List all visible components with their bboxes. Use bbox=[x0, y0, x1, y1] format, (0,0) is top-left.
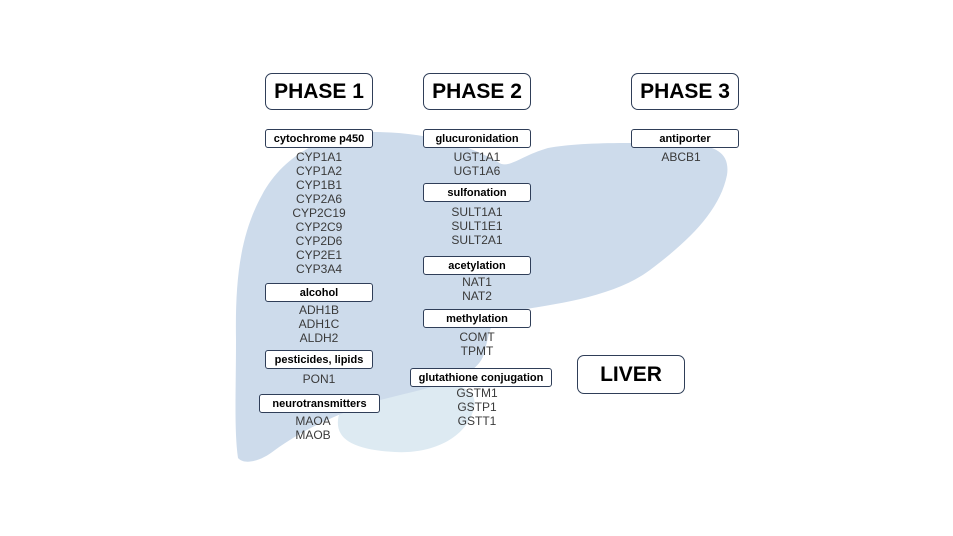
gene-item: CYP2A6 bbox=[295, 192, 343, 206]
gene-item: GSTP1 bbox=[457, 400, 497, 414]
glutathione-gene-list: GSTM1 GSTP1 GSTT1 bbox=[423, 386, 531, 428]
gene-item: COMT bbox=[459, 330, 495, 344]
alcohol-gene-list: ADH1B ADH1C ALDH2 bbox=[265, 303, 373, 345]
gene-item: TPMT bbox=[460, 344, 494, 358]
category-pesticides-lipids: pesticides, lipids bbox=[265, 350, 373, 369]
gene-item: PON1 bbox=[302, 372, 336, 386]
gene-item: ADH1B bbox=[298, 303, 339, 317]
gene-item: SULT2A1 bbox=[451, 233, 503, 247]
gene-item: ADH1C bbox=[298, 317, 340, 331]
gene-item: SULT1A1 bbox=[451, 205, 503, 219]
gene-item: UGT1A6 bbox=[453, 164, 501, 178]
glucuronidation-gene-list: UGT1A1 UGT1A6 bbox=[423, 150, 531, 178]
gene-item: ABCB1 bbox=[661, 150, 701, 164]
liver-main bbox=[235, 132, 728, 462]
gene-item: CYP1A1 bbox=[295, 150, 343, 164]
category-antiporter: antiporter bbox=[631, 129, 739, 148]
acetylation-gene-list: NAT1 NAT2 bbox=[423, 275, 531, 303]
gene-item: CYP2E1 bbox=[295, 248, 343, 262]
cytochrome-gene-list: CYP1A1 CYP1A2 CYP1B1 CYP2A6 CYP2C19 CYP2… bbox=[265, 150, 373, 276]
category-alcohol: alcohol bbox=[265, 283, 373, 302]
gene-item: CYP1A2 bbox=[295, 164, 343, 178]
liver-label: LIVER bbox=[577, 355, 685, 394]
gene-item: GSTM1 bbox=[456, 386, 498, 400]
category-sulfonation: sulfonation bbox=[423, 183, 531, 202]
gene-item: SULT1E1 bbox=[451, 219, 503, 233]
gene-item: NAT2 bbox=[462, 289, 492, 303]
phase-1-header: PHASE 1 bbox=[265, 73, 373, 110]
category-methylation: methylation bbox=[423, 309, 531, 328]
gene-item: CYP2C9 bbox=[295, 220, 343, 234]
gene-item: GSTT1 bbox=[457, 414, 497, 428]
category-glutathione-conjugation: glutathione conjugation bbox=[410, 368, 552, 387]
category-acetylation: acetylation bbox=[423, 256, 531, 275]
antiporter-gene-list: ABCB1 bbox=[627, 150, 735, 164]
gene-item: NAT1 bbox=[462, 275, 492, 289]
gene-item: ALDH2 bbox=[299, 331, 339, 345]
pesticides-gene-list: PON1 bbox=[265, 372, 373, 386]
category-glucuronidation: glucuronidation bbox=[423, 129, 531, 148]
gene-item: MAOB bbox=[295, 428, 331, 442]
gene-item: UGT1A1 bbox=[453, 150, 501, 164]
methylation-gene-list: COMT TPMT bbox=[423, 330, 531, 358]
neurotransmitters-gene-list: MAOA MAOB bbox=[259, 414, 367, 442]
sulfonation-gene-list: SULT1A1 SULT1E1 SULT2A1 bbox=[423, 205, 531, 247]
gene-item: CYP1B1 bbox=[295, 178, 343, 192]
phase-3-header: PHASE 3 bbox=[631, 73, 739, 110]
gene-item: MAOA bbox=[295, 414, 331, 428]
category-cytochrome-p450: cytochrome p450 bbox=[265, 129, 373, 148]
phase-2-header: PHASE 2 bbox=[423, 73, 531, 110]
gene-item: CYP3A4 bbox=[295, 262, 343, 276]
category-neurotransmitters: neurotransmitters bbox=[259, 394, 380, 413]
gene-item: CYP2C19 bbox=[292, 206, 346, 220]
gene-item: CYP2D6 bbox=[295, 234, 343, 248]
